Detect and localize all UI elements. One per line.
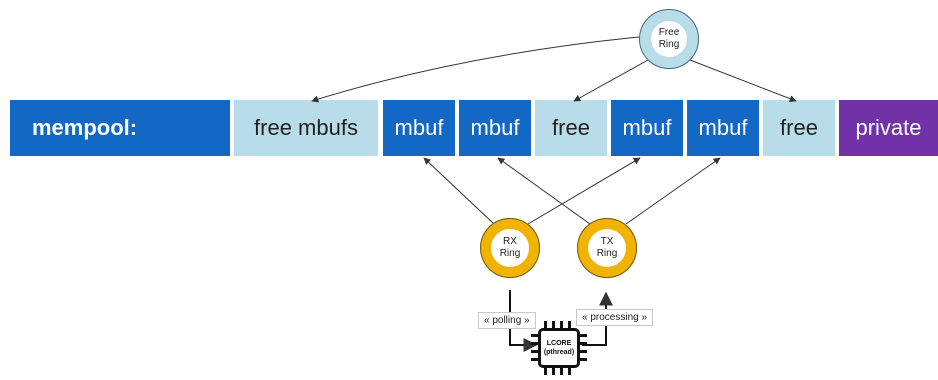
mbuf-label: mbuf <box>622 115 672 140</box>
mempool-title-block: mempool: <box>10 100 230 156</box>
arrow-rx-to-mbuf-1 <box>423 157 495 225</box>
mempool-title: mempool: <box>32 115 138 140</box>
free-label: free <box>552 115 590 140</box>
free-block-2: free <box>763 100 835 156</box>
chip-pin <box>544 368 547 375</box>
chip-pin <box>531 358 538 361</box>
chip-pin <box>580 334 587 337</box>
rx-ring-label-2: Ring <box>499 248 521 259</box>
chip-pin <box>552 321 555 328</box>
arrow-free-ring-to-free-2 <box>689 59 797 102</box>
chip-pin <box>580 358 587 361</box>
chip-pin <box>560 368 563 375</box>
chip-pin <box>568 368 571 375</box>
lcore-chip-icon: LCORE (pthread) <box>538 328 580 368</box>
chip-pin <box>580 342 587 345</box>
mbuf-block-1: mbuf <box>383 100 455 156</box>
free-mbufs-label: free mbufs <box>254 115 358 140</box>
lcore-sublabel: (pthread) <box>543 349 575 356</box>
rx-ring: RX Ring <box>480 218 540 278</box>
chip-pin <box>560 321 563 328</box>
mbuf-label: mbuf <box>394 115 444 140</box>
mbuf-block-4: mbuf <box>687 100 759 156</box>
chip-pin <box>531 342 538 345</box>
lcore-label: LCORE <box>546 340 572 347</box>
arrow-tx-to-mbuf-2 <box>497 157 591 225</box>
tx-ring-label-2: Ring <box>596 248 618 259</box>
rx-ring-label-1: RX <box>503 236 517 247</box>
free-ring-label-2: Ring <box>658 39 680 50</box>
mbuf-block-2: mbuf <box>459 100 531 156</box>
polling-label: « polling » <box>478 312 536 329</box>
arrow-rx-to-lcore <box>509 290 538 352</box>
tx-ring-label-1: TX <box>600 236 614 247</box>
tx-ring: TX Ring <box>577 218 637 278</box>
free-mbufs-block: free mbufs <box>234 100 378 156</box>
free-ring: Free Ring <box>639 9 699 69</box>
chip-pin <box>568 321 571 328</box>
processing-label: « processing » <box>576 309 654 326</box>
mbuf-label: mbuf <box>698 115 748 140</box>
free-label: free <box>780 115 818 140</box>
private-block: private <box>839 100 938 156</box>
mbuf-label: mbuf <box>470 115 520 140</box>
mbuf-block-3: mbuf <box>611 100 683 156</box>
private-label: private <box>855 115 922 140</box>
free-block-1: free <box>535 100 607 156</box>
chip-pin <box>531 350 538 353</box>
chip-pin <box>544 321 547 328</box>
chip-pin <box>552 368 555 375</box>
chip-pin <box>580 350 587 353</box>
arrow-rx-to-mbuf-3 <box>527 157 641 225</box>
arrow-free-ring-to-free-1 <box>573 59 649 102</box>
arrow-tx-to-mbuf-4 <box>625 157 721 225</box>
chip-pin <box>531 334 538 337</box>
arrow-free-ring-to-free-mbufs <box>311 36 640 103</box>
free-ring-label-1: Free <box>658 27 680 38</box>
